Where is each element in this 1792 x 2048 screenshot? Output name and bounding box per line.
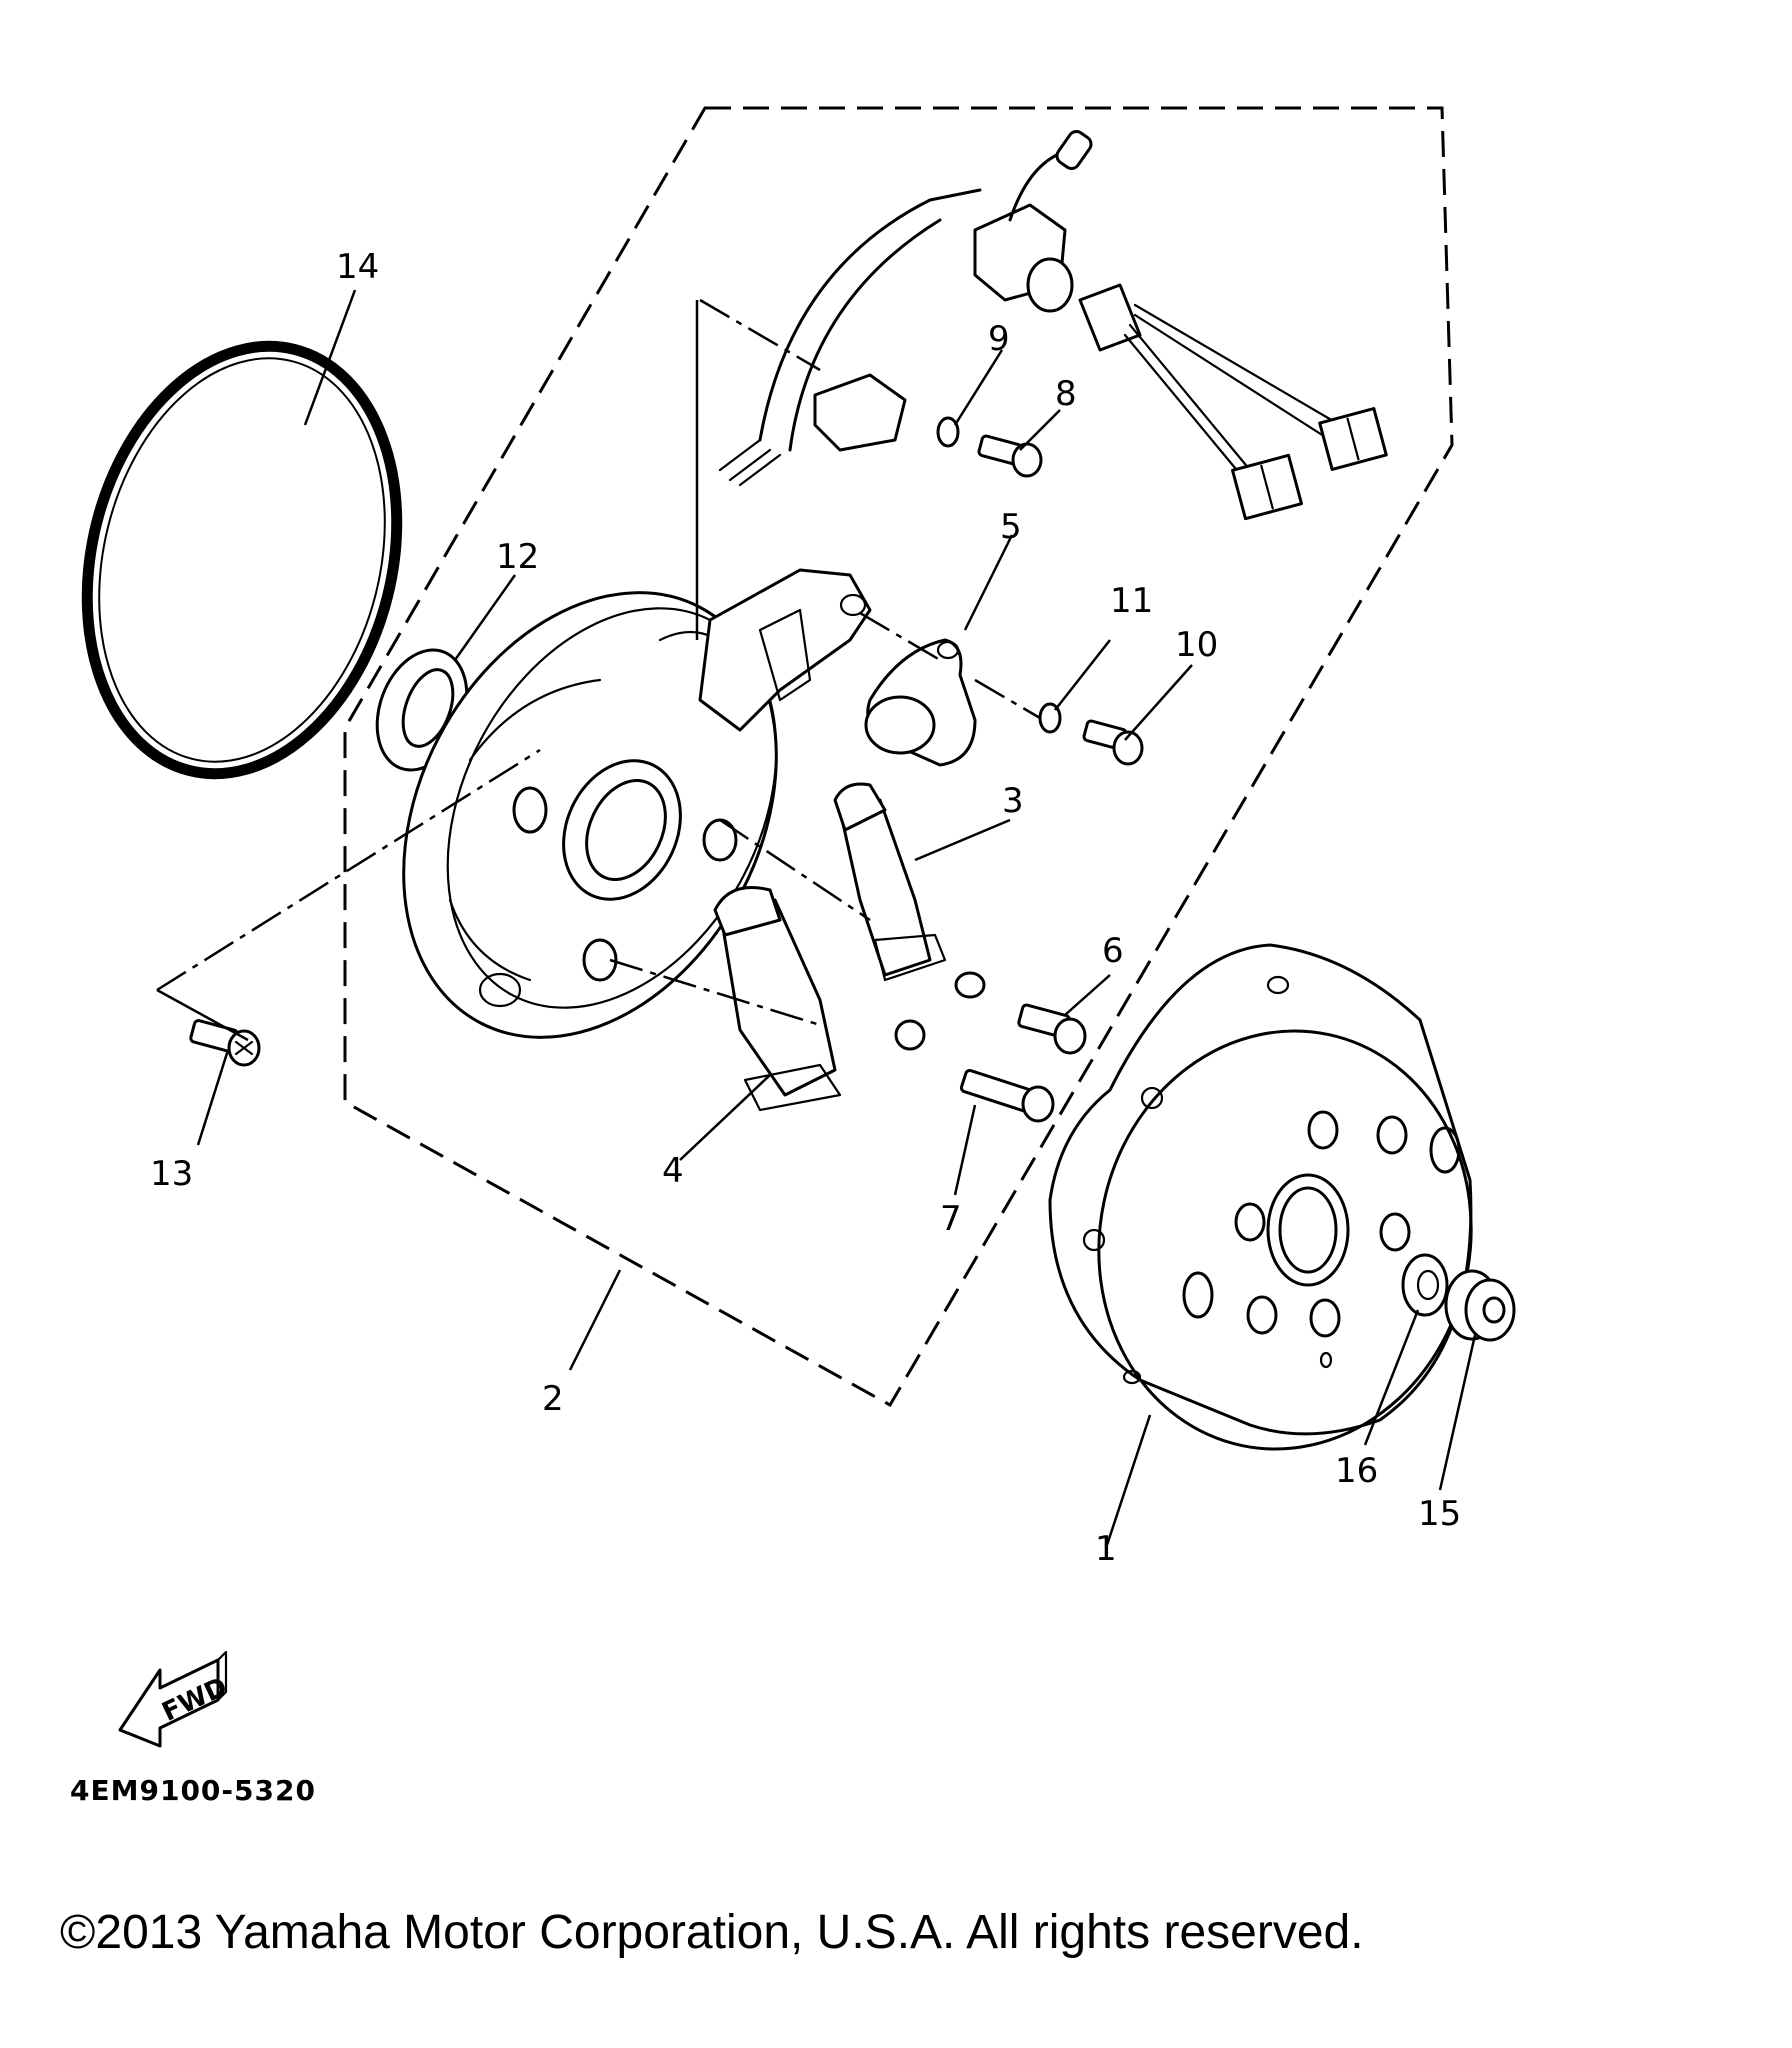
part-15-nut: [1444, 1269, 1516, 1342]
part-1-flywheel-rotor: [1048, 943, 1473, 1451]
callouts: 1 2 3 4 5 6 7 8 9 10 11 12 13 14 15 16: [150, 247, 1461, 1569]
callout-15: 15: [1418, 1494, 1461, 1534]
assembly-boundary: [343, 106, 1454, 1408]
callout-1: 1: [1095, 1529, 1117, 1569]
part-3-charge-coil: [833, 782, 947, 982]
callout-4: 4: [662, 1151, 684, 1191]
fwd-arrow-icon: FWD: [118, 1650, 232, 1748]
callout-3: 3: [1002, 781, 1024, 821]
part-5-pickup-coil: [864, 638, 977, 767]
callout-2: 2: [542, 1379, 564, 1419]
diagram-code: 4EM9100-5320: [70, 1774, 316, 1807]
callout-11: 11: [1110, 581, 1153, 621]
callout-16: 16: [1335, 1451, 1378, 1491]
callout-14: 14: [336, 247, 379, 287]
wiring-harness: [718, 130, 1388, 521]
callout-6: 6: [1102, 931, 1124, 971]
callout-10: 10: [1175, 625, 1218, 665]
callout-13: 13: [150, 1154, 193, 1194]
callout-7: 7: [940, 1199, 962, 1239]
part-6-screw: [1017, 1003, 1087, 1055]
callout-leaders: [196, 289, 1477, 1546]
part-7-screw: [959, 1068, 1055, 1123]
callout-8: 8: [1055, 374, 1077, 414]
clip-small-a: [894, 971, 986, 1051]
callout-5: 5: [1000, 507, 1022, 547]
callout-9: 9: [988, 319, 1010, 359]
part-2-stator-base-plate: [402, 568, 872, 1039]
part-14-o-ring: [81, 340, 403, 780]
part-8-screw: [977, 434, 1043, 478]
center-lines: [156, 298, 1041, 1042]
part-4-lighting-coil: [713, 886, 842, 1112]
copyright-notice: ©2013 Yamaha Motor Corporation, U.S.A. A…: [60, 1906, 1364, 1959]
part-9-washer: [936, 416, 960, 448]
part-10-screw: [1082, 719, 1144, 766]
callout-12: 12: [496, 537, 539, 577]
part-16-washer: [1401, 1253, 1449, 1317]
